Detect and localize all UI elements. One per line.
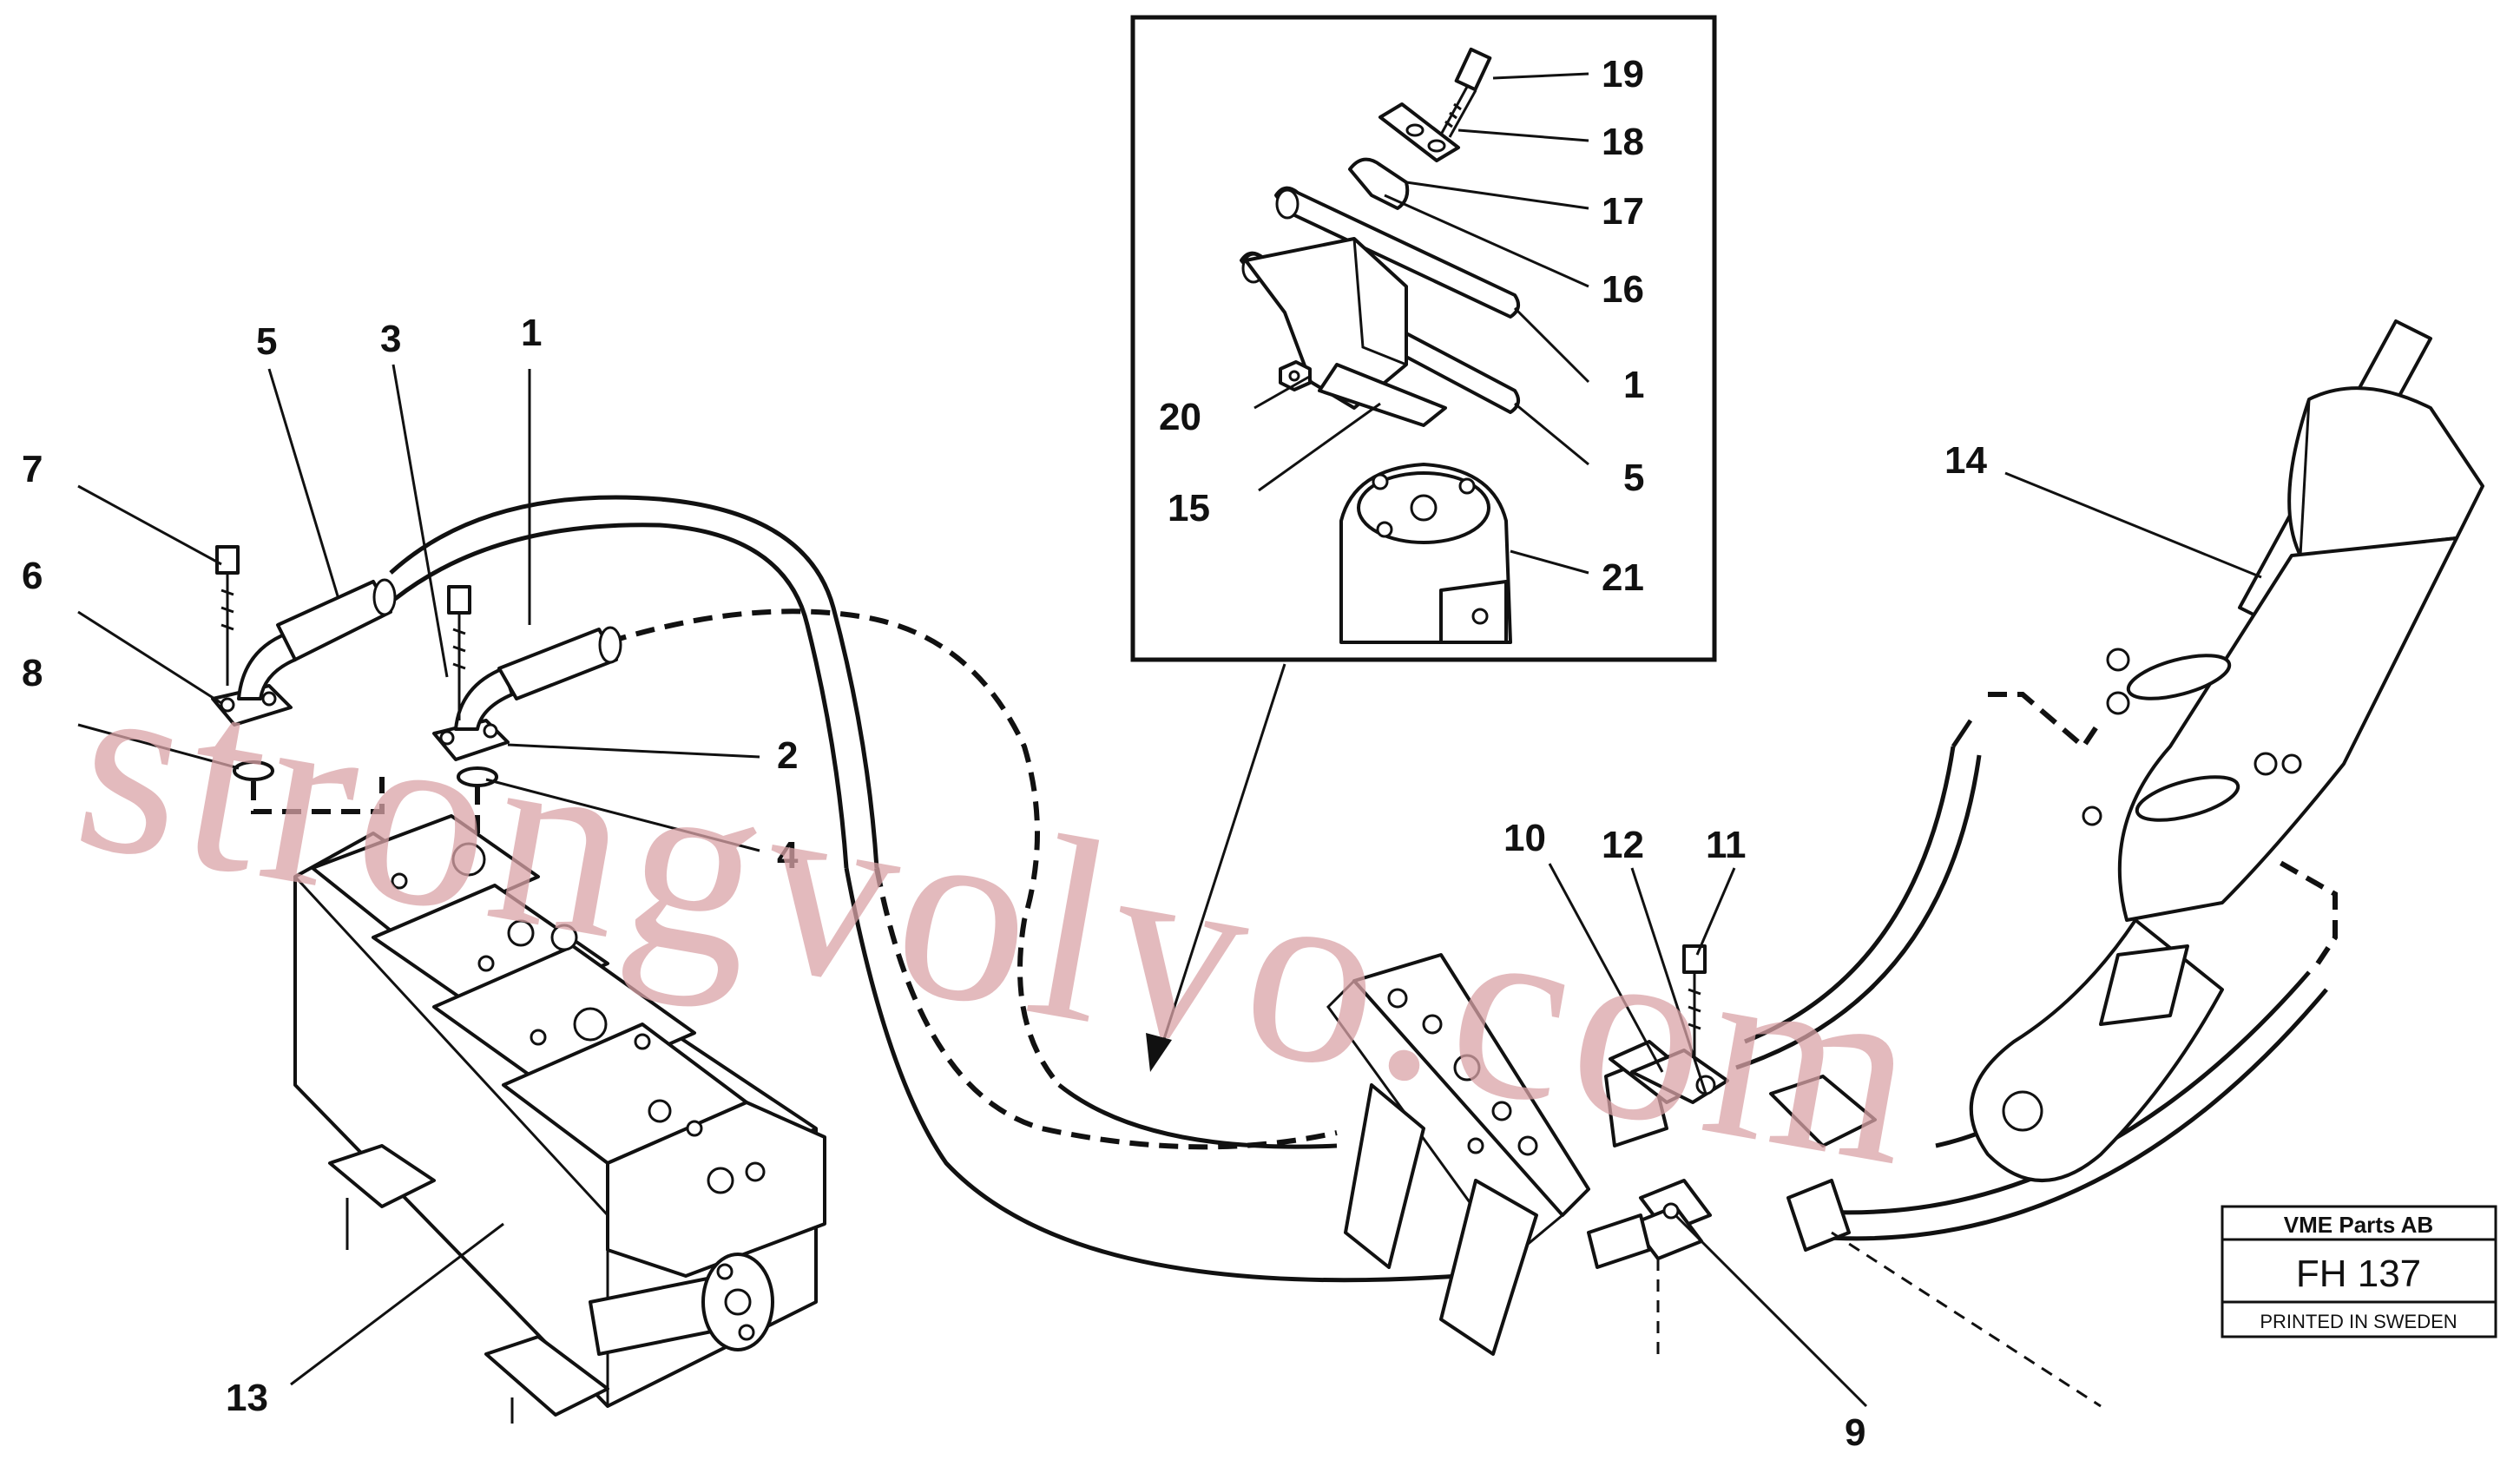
inset-callout-18: 18 [1602,121,1644,163]
stamp-code: FH 137 [2296,1253,2421,1295]
o-ring-8 [233,760,274,781]
boom-cylinder-14 [1969,319,2484,1182]
inset-callout-17: 17 [1602,190,1644,233]
stamp-company: VME Parts AB [2284,1212,2433,1238]
inset-callout-21: 21 [1602,556,1644,599]
callout-4: 4 [777,834,799,877]
callout-3: 3 [380,318,401,360]
callout-2: 2 [777,734,798,777]
inset-callout-19: 19 [1602,53,1644,95]
inset-callout-15: 15 [1168,487,1210,529]
bolt-19 [1439,47,1492,138]
valve-top-21 [1339,463,1512,644]
title-stamp: VME Parts AB FH 137 PRINTED IN SWEDEN [2221,1205,2497,1338]
callout-1: 1 [521,312,542,354]
bolt-7 [215,545,240,686]
inset-callout-1: 1 [1623,364,1644,406]
stamp-printed: PRINTED IN SWEDEN [2260,1311,2457,1332]
bracket-15 [1244,237,1447,427]
callout-13: 13 [226,1377,268,1419]
hose-end-5 [276,578,397,661]
callout-8: 8 [22,652,43,694]
inset-callout-20: 20 [1159,396,1201,438]
callout-5: 5 [256,320,277,363]
callout-6: 6 [22,555,43,597]
swivel-valve [1326,953,1668,1356]
plate-18 [1378,102,1460,162]
bolt-3 [447,585,471,720]
callout-12: 12 [1602,824,1644,866]
valve-holes [391,842,766,1194]
hose-end-1 [497,626,622,700]
flange-6 [211,632,297,727]
inset-callout-5: 5 [1623,457,1644,499]
inset-pointer-arrow [1146,663,1286,1072]
callout-14: 14 [1944,439,1987,482]
callout-7: 7 [22,448,43,490]
inset-callout-16: 16 [1602,268,1644,311]
callout-10: 10 [1503,817,1546,859]
leader-lines [77,364,2262,1408]
detail-inset: 19 18 17 16 1 5 20 15 21 [1130,15,1717,662]
control-valve-13 [293,814,826,1424]
hoses [389,495,2338,1283]
bolt-11 [1682,944,1707,1059]
callout-9: 9 [1845,1411,1865,1454]
callout-11: 11 [1706,824,1747,866]
nut-20 [1279,360,1312,391]
